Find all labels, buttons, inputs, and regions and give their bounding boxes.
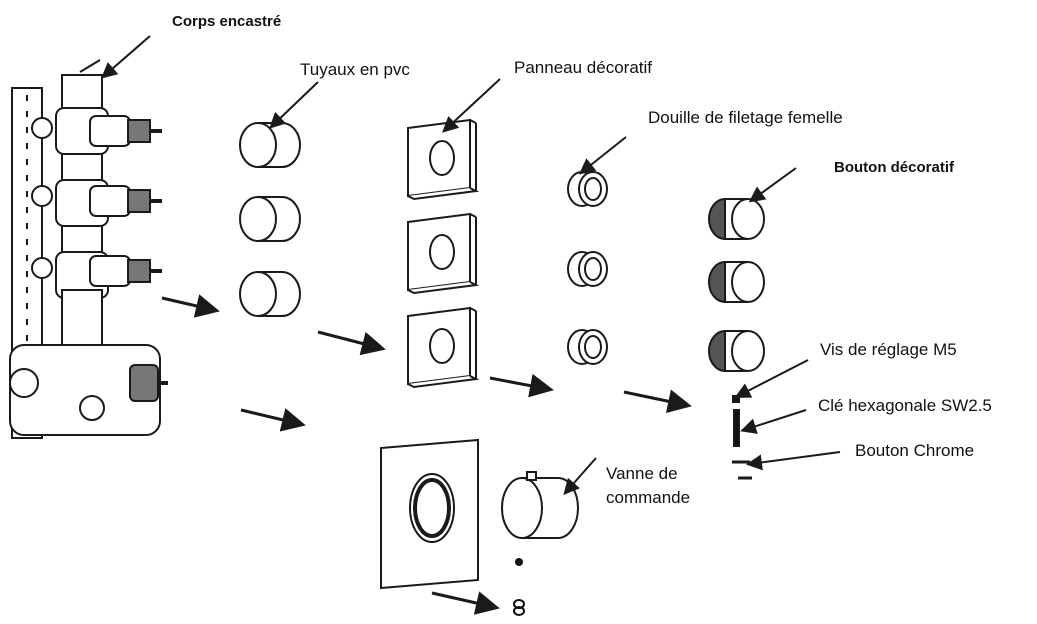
arrow-icon — [431, 591, 500, 615]
decorative-knob — [708, 198, 765, 240]
decorative-panel — [407, 306, 480, 389]
thread-socket — [567, 251, 608, 287]
label-vanne-commande: Vanne de commande — [604, 462, 718, 510]
adjustment-screw — [732, 395, 740, 403]
arrow-icon — [489, 373, 554, 398]
leader-line — [734, 359, 809, 398]
label-bouton-decoratif: Bouton décoratif — [832, 159, 956, 177]
label-corps-encastre: Corps encastré — [170, 13, 284, 31]
hex-key — [733, 409, 740, 447]
decorative-knobs — [708, 198, 765, 372]
arrow-icon — [317, 330, 386, 356]
decorative-panel — [407, 212, 480, 295]
leader-line — [100, 35, 151, 79]
thread-socket — [567, 171, 608, 207]
leader-line — [578, 136, 627, 175]
main-trim-plate — [380, 438, 479, 590]
pvc-pipes — [239, 122, 301, 317]
label-bouton-chrome: Bouton Chrome — [853, 441, 977, 461]
leader-line — [746, 451, 841, 471]
decorative-panel — [407, 118, 480, 201]
thread-sockets — [567, 171, 608, 365]
decorative-knob — [708, 330, 765, 372]
leader-line — [269, 81, 319, 129]
arrow-icon — [161, 294, 220, 318]
pvc-pipe — [239, 122, 301, 168]
bolt-icon — [513, 599, 526, 616]
embedded-body — [9, 59, 168, 439]
small-parts — [732, 395, 752, 480]
label-cle-hexagonale: Clé hexagonale SW2.5 — [816, 396, 994, 416]
valve-cartridge — [89, 115, 162, 147]
leader-line — [442, 78, 501, 133]
label-douille: Douille de filetage femelle — [646, 108, 845, 128]
control-valve-handle — [501, 471, 579, 539]
leader-lines — [100, 35, 841, 495]
pvc-pipe — [239, 196, 301, 242]
decorative-panels — [407, 118, 480, 389]
decorative-knob — [708, 261, 765, 303]
valve-cartridge — [89, 185, 162, 217]
thermostatic-body — [9, 344, 161, 436]
label-vis-reglage: Vis de réglage M5 — [818, 340, 959, 360]
leader-line — [563, 457, 597, 495]
leader-line — [740, 409, 807, 434]
arrow-icon — [623, 389, 692, 414]
screw-icon — [515, 558, 523, 566]
arrow-icon — [240, 408, 306, 432]
assembly-arrows — [161, 294, 692, 615]
label-tuyaux-pvc: Tuyaux en pvc — [298, 60, 412, 80]
pvc-pipe — [239, 271, 301, 317]
thread-socket — [567, 329, 608, 365]
valve-cartridge — [89, 255, 162, 287]
label-panneau-decoratif: Panneau décoratif — [512, 58, 654, 78]
leader-line — [748, 167, 797, 203]
